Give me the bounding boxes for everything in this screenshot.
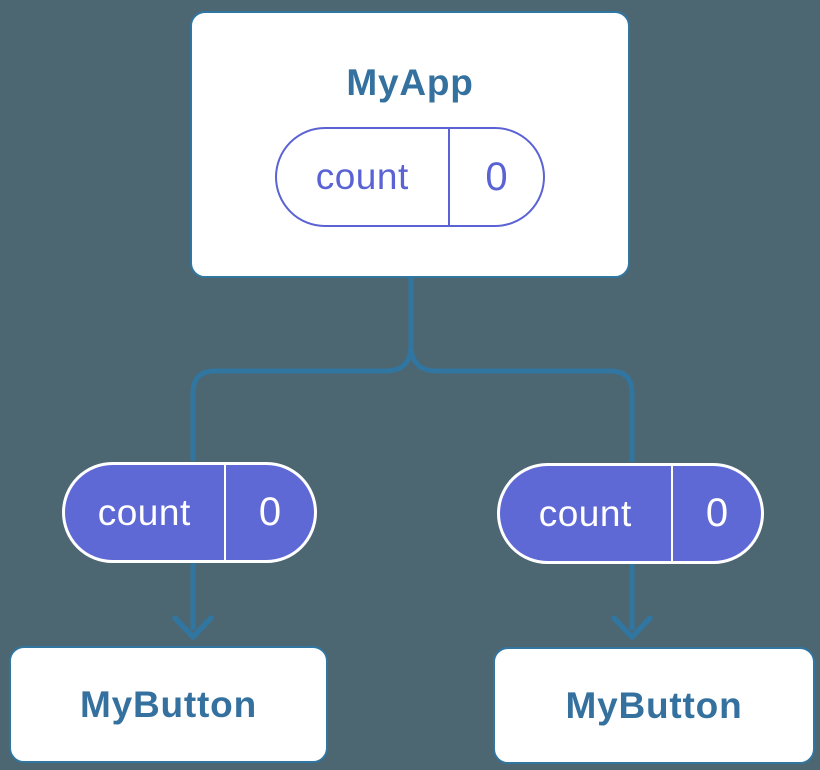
myapp-state-pill: count 0	[275, 127, 545, 227]
pill-divider-icon	[223, 465, 226, 560]
arrow-left-head-icon	[172, 615, 214, 640]
mybutton-card-left: MyButton	[9, 646, 328, 763]
state-label: count	[315, 156, 409, 197]
prop-label: count	[538, 492, 632, 534]
prop-value: 0	[705, 491, 729, 535]
mybutton-title: MyButton	[80, 683, 257, 725]
branch-right-line	[408, 278, 635, 462]
prop-label: count	[97, 491, 191, 533]
prop-pill-right: count 0	[497, 463, 764, 564]
mybutton-title: MyButton	[565, 684, 743, 726]
prop-value: 0	[258, 490, 282, 534]
pill-divider-icon	[670, 466, 673, 561]
myapp-card: MyApp count 0	[190, 11, 630, 278]
mybutton-card-right: MyButton	[493, 647, 815, 764]
pill-divider-icon	[447, 129, 450, 225]
state-value: 0	[485, 154, 508, 199]
arrow-right-head-icon	[611, 615, 653, 640]
branch-left-line	[190, 278, 414, 461]
prop-pill-left: count 0	[62, 462, 317, 563]
myapp-title: MyApp	[346, 62, 474, 103]
